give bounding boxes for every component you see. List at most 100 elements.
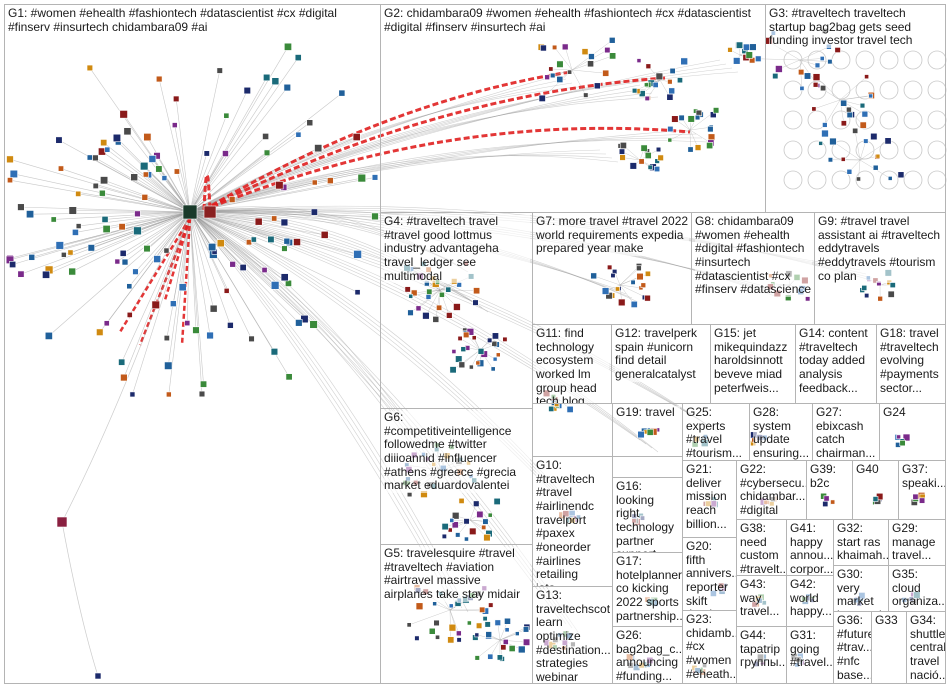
edge xyxy=(45,211,191,276)
graph-node xyxy=(775,65,783,73)
graph-node xyxy=(449,366,457,374)
graph-node xyxy=(153,255,162,263)
graph-node xyxy=(494,619,501,626)
graph-node xyxy=(618,298,626,307)
graph-node xyxy=(250,236,257,243)
edge xyxy=(189,211,204,385)
graph-node xyxy=(151,300,160,310)
graph-node xyxy=(495,352,501,358)
graph-node xyxy=(123,127,132,136)
graph-self-loop xyxy=(879,80,899,100)
graph-node xyxy=(694,144,702,151)
edge xyxy=(189,211,250,243)
edge xyxy=(449,609,460,634)
edge xyxy=(189,136,266,213)
graph-node xyxy=(645,63,652,69)
edge xyxy=(425,289,441,316)
edge xyxy=(102,192,191,213)
group-label-g35: G35: cloud organiza... xyxy=(892,567,946,610)
graph-node xyxy=(919,497,926,504)
graph-node xyxy=(134,210,141,218)
edge xyxy=(53,211,191,220)
graph-node xyxy=(283,83,291,92)
group-label-g19: G19: travel xyxy=(616,405,680,420)
edge xyxy=(189,211,719,433)
group-label-g42: G42: world happy... xyxy=(790,577,832,620)
edge xyxy=(134,176,191,213)
graph-node xyxy=(772,73,779,80)
graph-node xyxy=(407,309,414,316)
edge xyxy=(189,211,376,217)
graph-node xyxy=(445,286,452,293)
graph-node xyxy=(667,79,673,85)
group-label-g31: G31: going #travel... xyxy=(790,628,834,671)
graph-node xyxy=(902,433,911,442)
graph-self-loop xyxy=(903,80,923,100)
graph-node xyxy=(320,231,329,239)
group-box-g6: G6: #competitiveintelligence followedme … xyxy=(380,408,533,545)
graph-node xyxy=(872,164,879,171)
group-label-g24: G24 xyxy=(883,405,943,420)
group-box-g17: G17: hotelplanner co kicking 2022 sports… xyxy=(612,552,683,627)
group-box-g33: G33 xyxy=(871,611,907,684)
graph-node xyxy=(441,523,449,531)
graph-self-loop xyxy=(807,140,827,160)
graph-node xyxy=(94,672,102,680)
graph-node xyxy=(171,122,178,128)
graph-node xyxy=(818,141,823,146)
edge xyxy=(189,133,697,213)
graph-node xyxy=(846,106,852,113)
group-box-g25: G25: experts #travel #tourism... xyxy=(682,403,750,461)
graph-node xyxy=(99,189,106,197)
graph-node xyxy=(502,336,508,342)
graph-node xyxy=(126,283,133,290)
group-label-g38: G38: need custom #travelt... xyxy=(740,521,787,576)
graph-node xyxy=(118,358,126,366)
edge xyxy=(499,633,518,641)
edge xyxy=(813,99,841,110)
graph-self-loop xyxy=(879,170,899,190)
graph-node xyxy=(654,158,660,164)
graph-node xyxy=(86,154,93,161)
edge xyxy=(839,76,867,101)
graph-node xyxy=(441,533,447,539)
graph-node xyxy=(742,43,750,51)
graph-node xyxy=(840,120,847,127)
group-label-g4: G4: #traveltech travel #travel good lott… xyxy=(384,214,530,284)
graph-node xyxy=(861,110,869,118)
graph-node xyxy=(646,428,654,436)
edge xyxy=(72,211,191,272)
edge xyxy=(129,211,191,287)
graph-node xyxy=(458,497,465,504)
graph-node xyxy=(607,264,613,270)
graph-self-loop xyxy=(903,110,923,130)
graph-node xyxy=(208,243,217,252)
graph-node xyxy=(200,380,208,388)
edge xyxy=(20,206,191,213)
edge xyxy=(203,70,571,212)
graph-node xyxy=(44,331,53,340)
graph-node xyxy=(87,244,95,252)
graph-node xyxy=(310,208,318,216)
graph-node xyxy=(466,620,472,626)
graph-node xyxy=(55,136,63,144)
edge xyxy=(30,211,191,215)
edge xyxy=(75,211,191,233)
graph-node xyxy=(517,645,526,654)
graph-self-loop xyxy=(927,110,947,130)
graph-node xyxy=(254,217,263,226)
group-box-g5: G5: travelesquire #travel #traveltech #a… xyxy=(380,544,533,684)
graph-node xyxy=(129,391,136,398)
graph-self-loop xyxy=(855,50,875,70)
graph-node xyxy=(203,150,210,157)
edge xyxy=(95,157,191,213)
edge xyxy=(189,90,248,213)
group-label-g21: G21: deliver mission reach billion... xyxy=(686,462,734,532)
graph-node xyxy=(859,102,866,109)
group-box-g9: G9: #travel travel assistant ai #travelt… xyxy=(814,212,946,325)
edge xyxy=(158,78,191,213)
graph-node xyxy=(228,196,236,203)
edge xyxy=(477,639,501,659)
edge xyxy=(147,136,191,213)
graph-node xyxy=(223,112,230,119)
